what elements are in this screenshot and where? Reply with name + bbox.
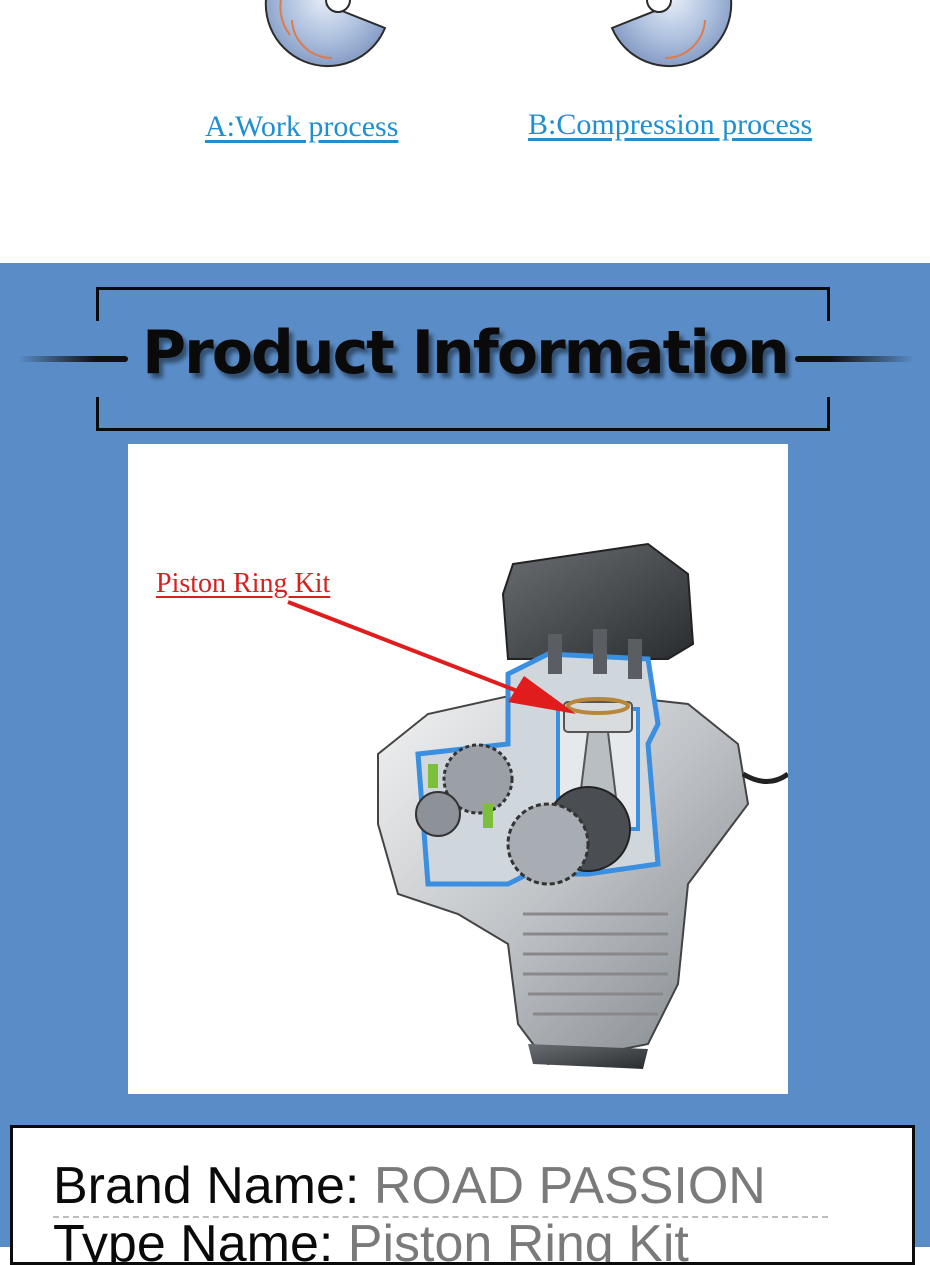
heading-frame-bottom — [96, 397, 830, 431]
compression-process-caption: B:Compression process — [528, 108, 813, 141]
work-process-disc-icon — [264, 0, 387, 68]
row-divider — [53, 1216, 828, 1218]
heading-rule-left — [18, 356, 128, 362]
process-section: A:Work process B:Compression process — [0, 0, 930, 263]
type-value: Piston Ring Kit — [347, 1215, 689, 1265]
product-information-section: Product Information — [0, 263, 930, 1265]
brand-value: ROAD PASSION — [373, 1157, 766, 1215]
work-process-caption: A:Work process — [205, 110, 399, 143]
brand-label: Brand Name: — [53, 1157, 360, 1215]
type-label: Type Name: — [53, 1215, 334, 1265]
callout-arrow-icon — [287, 600, 576, 714]
compression-process-disc-icon — [610, 0, 733, 68]
engine-cutaway-image: Piston Ring Kit — [128, 444, 788, 1094]
piston-ring-kit-callout: Piston Ring Kit — [156, 568, 331, 599]
brand-row: Brand Name: ROAD PASSION — [53, 1160, 766, 1212]
heading-rule-right — [795, 356, 915, 362]
product-info-box: Brand Name: ROAD PASSION Type Name: Pist… — [10, 1125, 915, 1265]
engine-illustration — [377, 542, 788, 1069]
type-row: Type Name: Piston Ring Kit — [53, 1215, 689, 1265]
section-title: Product Information — [142, 318, 790, 388]
heading-frame-top — [96, 287, 830, 321]
